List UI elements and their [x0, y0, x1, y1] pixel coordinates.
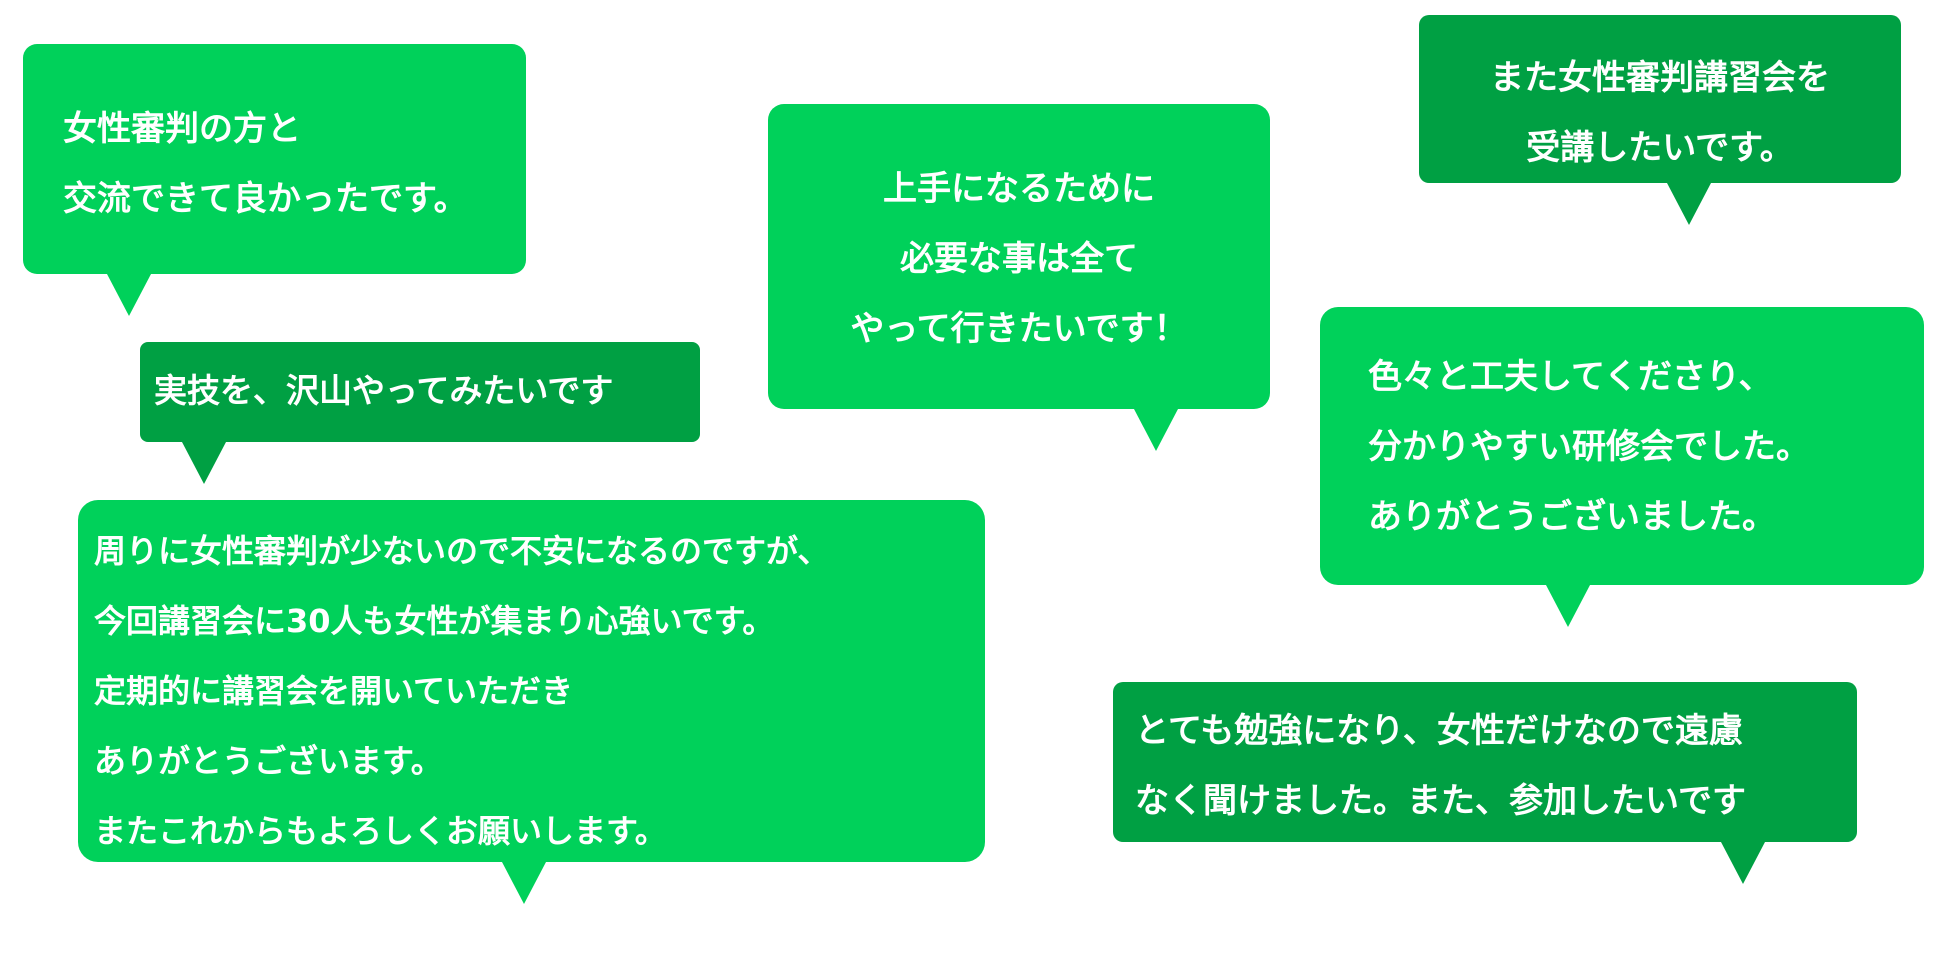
bubble-5-line-4: ありがとうございます。	[94, 742, 443, 780]
speech-bubble-5: 周りに女性審判が少ないので不安になるのですが、 今回講習会に30人も女性が集まり…	[78, 500, 985, 904]
bubble-3-line-2: 受講したいです。	[1526, 128, 1794, 168]
bubble-3-line-1: また女性審判講習会を	[1490, 58, 1830, 98]
bubble-6-tail	[1546, 585, 1590, 627]
bubble-7-line-1: とても勉強になり、女性だけなので遠慮	[1135, 711, 1743, 751]
bubble-6-line-2: 分かりやすい研修会でした。	[1368, 427, 1810, 467]
bubble-2-tail	[1134, 409, 1178, 451]
bubble-4-tail	[182, 442, 226, 484]
bubble-1-line-2: 交流できて良かったです。	[63, 179, 468, 219]
bubble-2-line-2: 必要な事は全て	[900, 239, 1138, 279]
bubble-1-line-1: 女性審判の方と	[63, 109, 301, 149]
bubble-6-line-3: ありがとうございました。	[1368, 497, 1776, 537]
speech-bubble-4: 実技を、沢山やってみたいです	[140, 342, 700, 484]
bubble-4-line-1: 実技を、沢山やってみたいです	[154, 371, 614, 410]
speech-bubble-2: 上手になるために 必要な事は全て やって行きたいです！	[768, 104, 1270, 451]
bubble-5-line-5: またこれからもよろしくお願いします。	[94, 812, 667, 850]
bubble-7-tail	[1721, 842, 1765, 884]
speech-bubble-7: とても勉強になり、女性だけなので遠慮 なく聞けました。また、参加したいです	[1113, 682, 1857, 884]
bubble-5-line-2: 今回講習会に30人も女性が集まり心強いです。	[94, 602, 775, 640]
speech-bubble-3: また女性審判講習会を 受講したいです。	[1419, 15, 1901, 225]
bubble-1-tail	[107, 274, 151, 316]
speech-bubble-6: 色々と工夫してくださり、 分かりやすい研修会でした。 ありがとうございました。	[1320, 307, 1924, 627]
speech-bubble-1: 女性審判の方と 交流できて良かったです。	[23, 44, 526, 316]
bubble-3-tail	[1667, 183, 1711, 225]
bubble-5-line-3: 定期的に講習会を開いていただき	[94, 672, 574, 710]
bubble-7-line-2: なく聞けました。また、参加したいです	[1135, 781, 1746, 821]
bubble-5-tail	[502, 862, 546, 904]
bubble-5-line-1: 周りに女性審判が少ないので不安になるのですが、	[94, 532, 830, 570]
bubble-2-line-3: やって行きたいです！	[850, 309, 1188, 349]
bubble-2-line-1: 上手になるために	[883, 169, 1155, 209]
bubble-6-line-1: 色々と工夫してくださり、	[1368, 357, 1773, 397]
